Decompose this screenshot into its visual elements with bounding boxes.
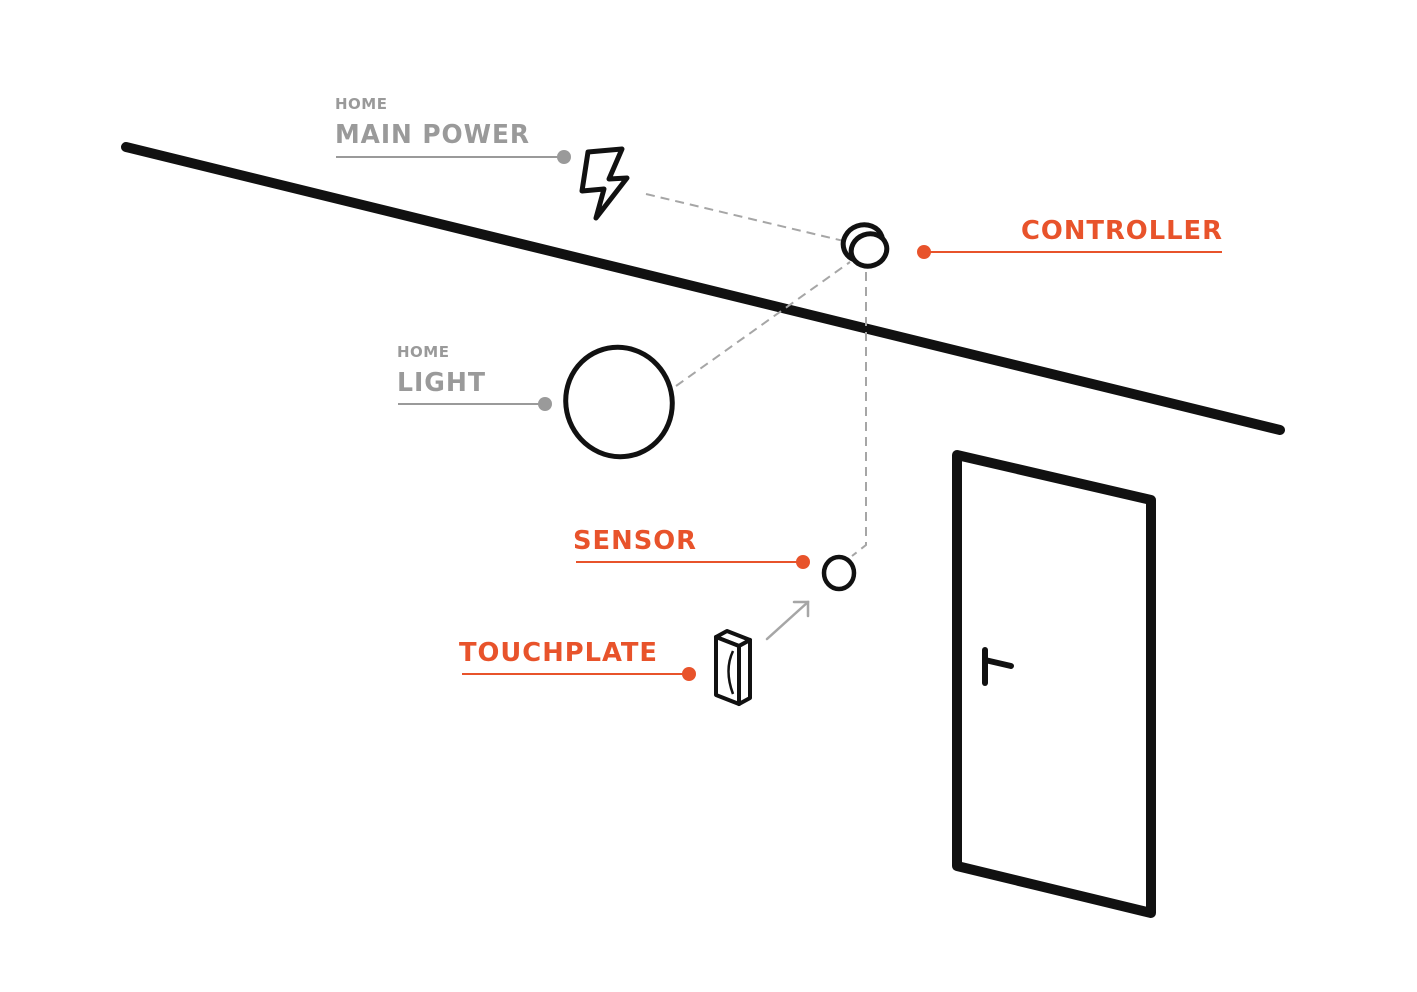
sensor-title-label: SENSOR [573,526,697,556]
controller-icon [840,222,890,269]
light-leader-dot [538,397,552,411]
touchplate-label: TOUCHPLATE [459,638,696,681]
main-power-title-label: MAIN POWER [335,120,530,150]
arrow-icon [765,600,810,641]
door-handle-icon [982,647,1014,686]
main-power-leader-dot [557,150,571,164]
touchplate-title-label: TOUCHPLATE [459,638,658,668]
light-sub-label: HOME [397,343,449,361]
controller-to-sensor-line [851,272,867,557]
ceiling-line [121,142,1285,435]
lightning-icon [579,146,630,221]
light-to-controller-line [675,261,851,387]
power-to-controller-line [645,193,849,243]
light-label: HOME LIGHT [397,343,552,411]
light-fixture-icon [563,344,675,460]
light-title-label: LIGHT [397,368,486,398]
sensor-icon [821,554,857,592]
connection-lines [645,193,867,557]
sensor-leader-dot [796,555,810,569]
sensor-label: SENSOR [573,526,810,569]
controller-title-label: CONTROLLER [1021,216,1223,246]
touchplate-icon [714,629,752,706]
main-power-label: HOME MAIN POWER [335,95,571,164]
touchplate-leader-dot [682,667,696,681]
controller-leader-dot [917,245,931,259]
door-icon [952,450,1156,918]
main-power-sub-label: HOME [335,95,387,113]
controller-label: CONTROLLER [917,216,1223,259]
